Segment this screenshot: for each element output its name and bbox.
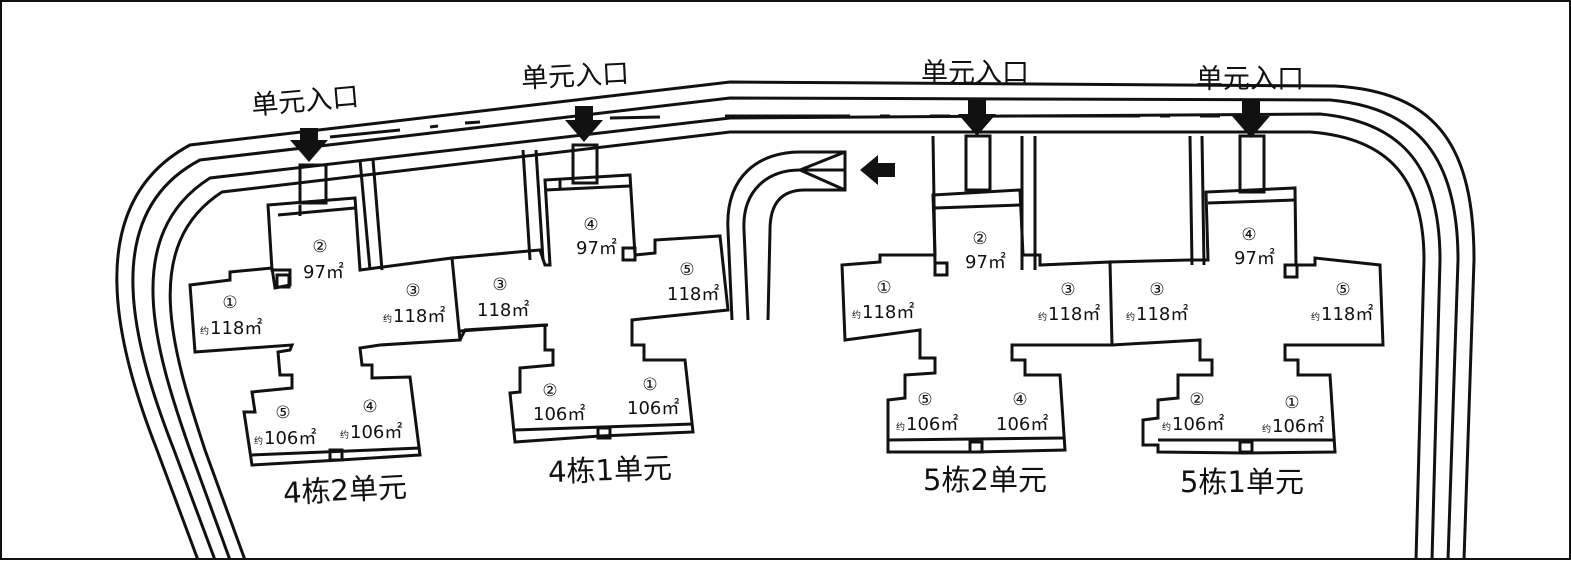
area-prefix: 约 — [1038, 311, 1047, 323]
unit-area: 106㎡ — [350, 421, 402, 443]
building-label: 5栋2单元 — [923, 463, 1047, 497]
area-prefix: 约 — [1262, 423, 1271, 435]
unit-number: ① — [642, 375, 657, 395]
entrance-labels: 单元入口 单元入口 单元入口 单元入口 — [250, 58, 1304, 122]
unit-tag: ④ 97㎡ — [576, 215, 617, 259]
unit-number: ③ — [492, 275, 507, 295]
unit-number: ④ — [1012, 390, 1027, 410]
unit-area: 106㎡ — [533, 403, 585, 425]
area-prefix: 约 — [254, 435, 263, 447]
building-label: 4栋1单元 — [547, 451, 672, 489]
unit-tag: ④ 97㎡ — [1234, 225, 1275, 269]
building-label: 4栋2单元 — [282, 470, 408, 510]
area-prefix: 约 — [852, 309, 861, 321]
unit-number: ③ — [1060, 280, 1075, 300]
unit-area: 118㎡ — [210, 317, 262, 339]
unit-area: 118㎡ — [1136, 303, 1188, 325]
unit-number: ⑤ — [275, 403, 290, 423]
unit-tag: ③ 约 118㎡ — [383, 281, 445, 327]
unit-number: ③ — [1149, 280, 1164, 300]
unit-number: ② — [312, 237, 327, 257]
unit-number: ④ — [362, 397, 377, 417]
unit-tag: ① 约 106㎡ — [1262, 393, 1324, 437]
unit-area: 106㎡ — [1172, 413, 1224, 435]
unit-tag: ② 97㎡ — [303, 237, 344, 283]
area-prefix: 约 — [1126, 311, 1135, 323]
road — [115, 80, 1476, 561]
building-labels: 4栋2单元 4栋1单元 5栋2单元 5栋1单元 — [282, 451, 1304, 510]
unit-number: ④ — [1241, 225, 1256, 245]
unit-tag: ⑤ 约 118㎡ — [1311, 280, 1373, 325]
unit-area: 106㎡ — [996, 413, 1048, 435]
entrance-arrows — [290, 100, 1270, 162]
unit-number: ② — [1189, 390, 1204, 410]
unit-number: ② — [972, 229, 987, 249]
unit-number: ① — [876, 278, 891, 298]
unit-area: 118㎡ — [477, 299, 529, 321]
entrance-label: 单元入口 — [1196, 64, 1304, 95]
entrance-arrow-icon — [1232, 100, 1270, 138]
unit-tag: ⑤ 约 106㎡ — [254, 403, 316, 449]
entrance-arrow-icon — [565, 106, 603, 142]
area-prefix: 约 — [340, 429, 349, 441]
area-prefix: 约 — [1311, 311, 1320, 323]
building-outlines — [188, 173, 1385, 467]
area-prefix: 约 — [383, 313, 392, 325]
unit-tags: ① 约 118㎡ ② 97㎡ ③ 约 118㎡ ④ 约 106㎡ ⑤ 约 106… — [200, 215, 1373, 449]
side-driveway — [726, 150, 847, 321]
unit-number: ② — [542, 381, 557, 401]
unit-area: 97㎡ — [1234, 247, 1275, 269]
unit-tag: ② 97㎡ — [965, 229, 1006, 273]
unit-area: 118㎡ — [1321, 303, 1373, 325]
unit-tag: ① 约 118㎡ — [200, 293, 262, 339]
area-prefix: 约 — [896, 421, 905, 433]
unit-tag: ① 106㎡ — [627, 375, 679, 419]
building-label: 5栋1单元 — [1180, 465, 1304, 499]
entry-passages — [298, 134, 1266, 271]
entrance-label: 单元入口 — [250, 81, 360, 121]
unit-area: 118㎡ — [1048, 303, 1100, 325]
unit-tag: ③ 约 118㎡ — [1038, 280, 1100, 325]
unit-tag: ① 约 118㎡ — [852, 278, 914, 323]
unit-tag: ④ 106㎡ — [996, 390, 1048, 435]
entrance-label: 单元入口 — [520, 58, 629, 95]
building-5-unit-2-outline — [840, 188, 1114, 454]
unit-number: ① — [1284, 393, 1299, 413]
unit-area: 97㎡ — [303, 261, 344, 283]
unit-tag: ⑤ 约 106㎡ — [896, 390, 958, 435]
unit-tag: ③ 约 118㎡ — [1126, 280, 1188, 325]
unit-number: ⑤ — [917, 390, 932, 410]
unit-number: ⑤ — [679, 260, 694, 280]
unit-number: ③ — [405, 281, 420, 301]
entrance-label: 单元入口 — [921, 58, 1029, 89]
unit-area: 106㎡ — [906, 413, 958, 435]
unit-number: ① — [222, 293, 237, 313]
unit-area: 106㎡ — [627, 397, 679, 419]
unit-tag: ⑤ 118㎡ — [667, 260, 719, 305]
unit-number: ⑤ — [1335, 280, 1350, 300]
unit-area: 106㎡ — [1272, 415, 1324, 437]
unit-area: 106㎡ — [264, 427, 316, 449]
unit-area: 118㎡ — [667, 283, 719, 305]
road-direction-arrow-icon — [860, 155, 895, 185]
building-4-unit-1-outline — [451, 173, 730, 444]
entrance-arrow-icon — [290, 128, 328, 162]
unit-number: ④ — [583, 215, 598, 235]
unit-area: 118㎡ — [393, 305, 445, 327]
unit-tag: ③ 118㎡ — [477, 275, 529, 321]
unit-tag: ② 约 106㎡ — [1162, 390, 1224, 435]
unit-area: 97㎡ — [576, 237, 617, 259]
unit-area: 97㎡ — [965, 251, 1006, 273]
unit-tag: ④ 约 106㎡ — [340, 397, 402, 443]
road-centerline — [329, 114, 1220, 139]
area-prefix: 约 — [1162, 421, 1171, 433]
area-prefix: 约 — [200, 325, 209, 337]
entrance-arrow-icon — [958, 100, 996, 136]
unit-tag: ② 106㎡ — [533, 381, 585, 425]
unit-area: 118㎡ — [862, 301, 914, 323]
